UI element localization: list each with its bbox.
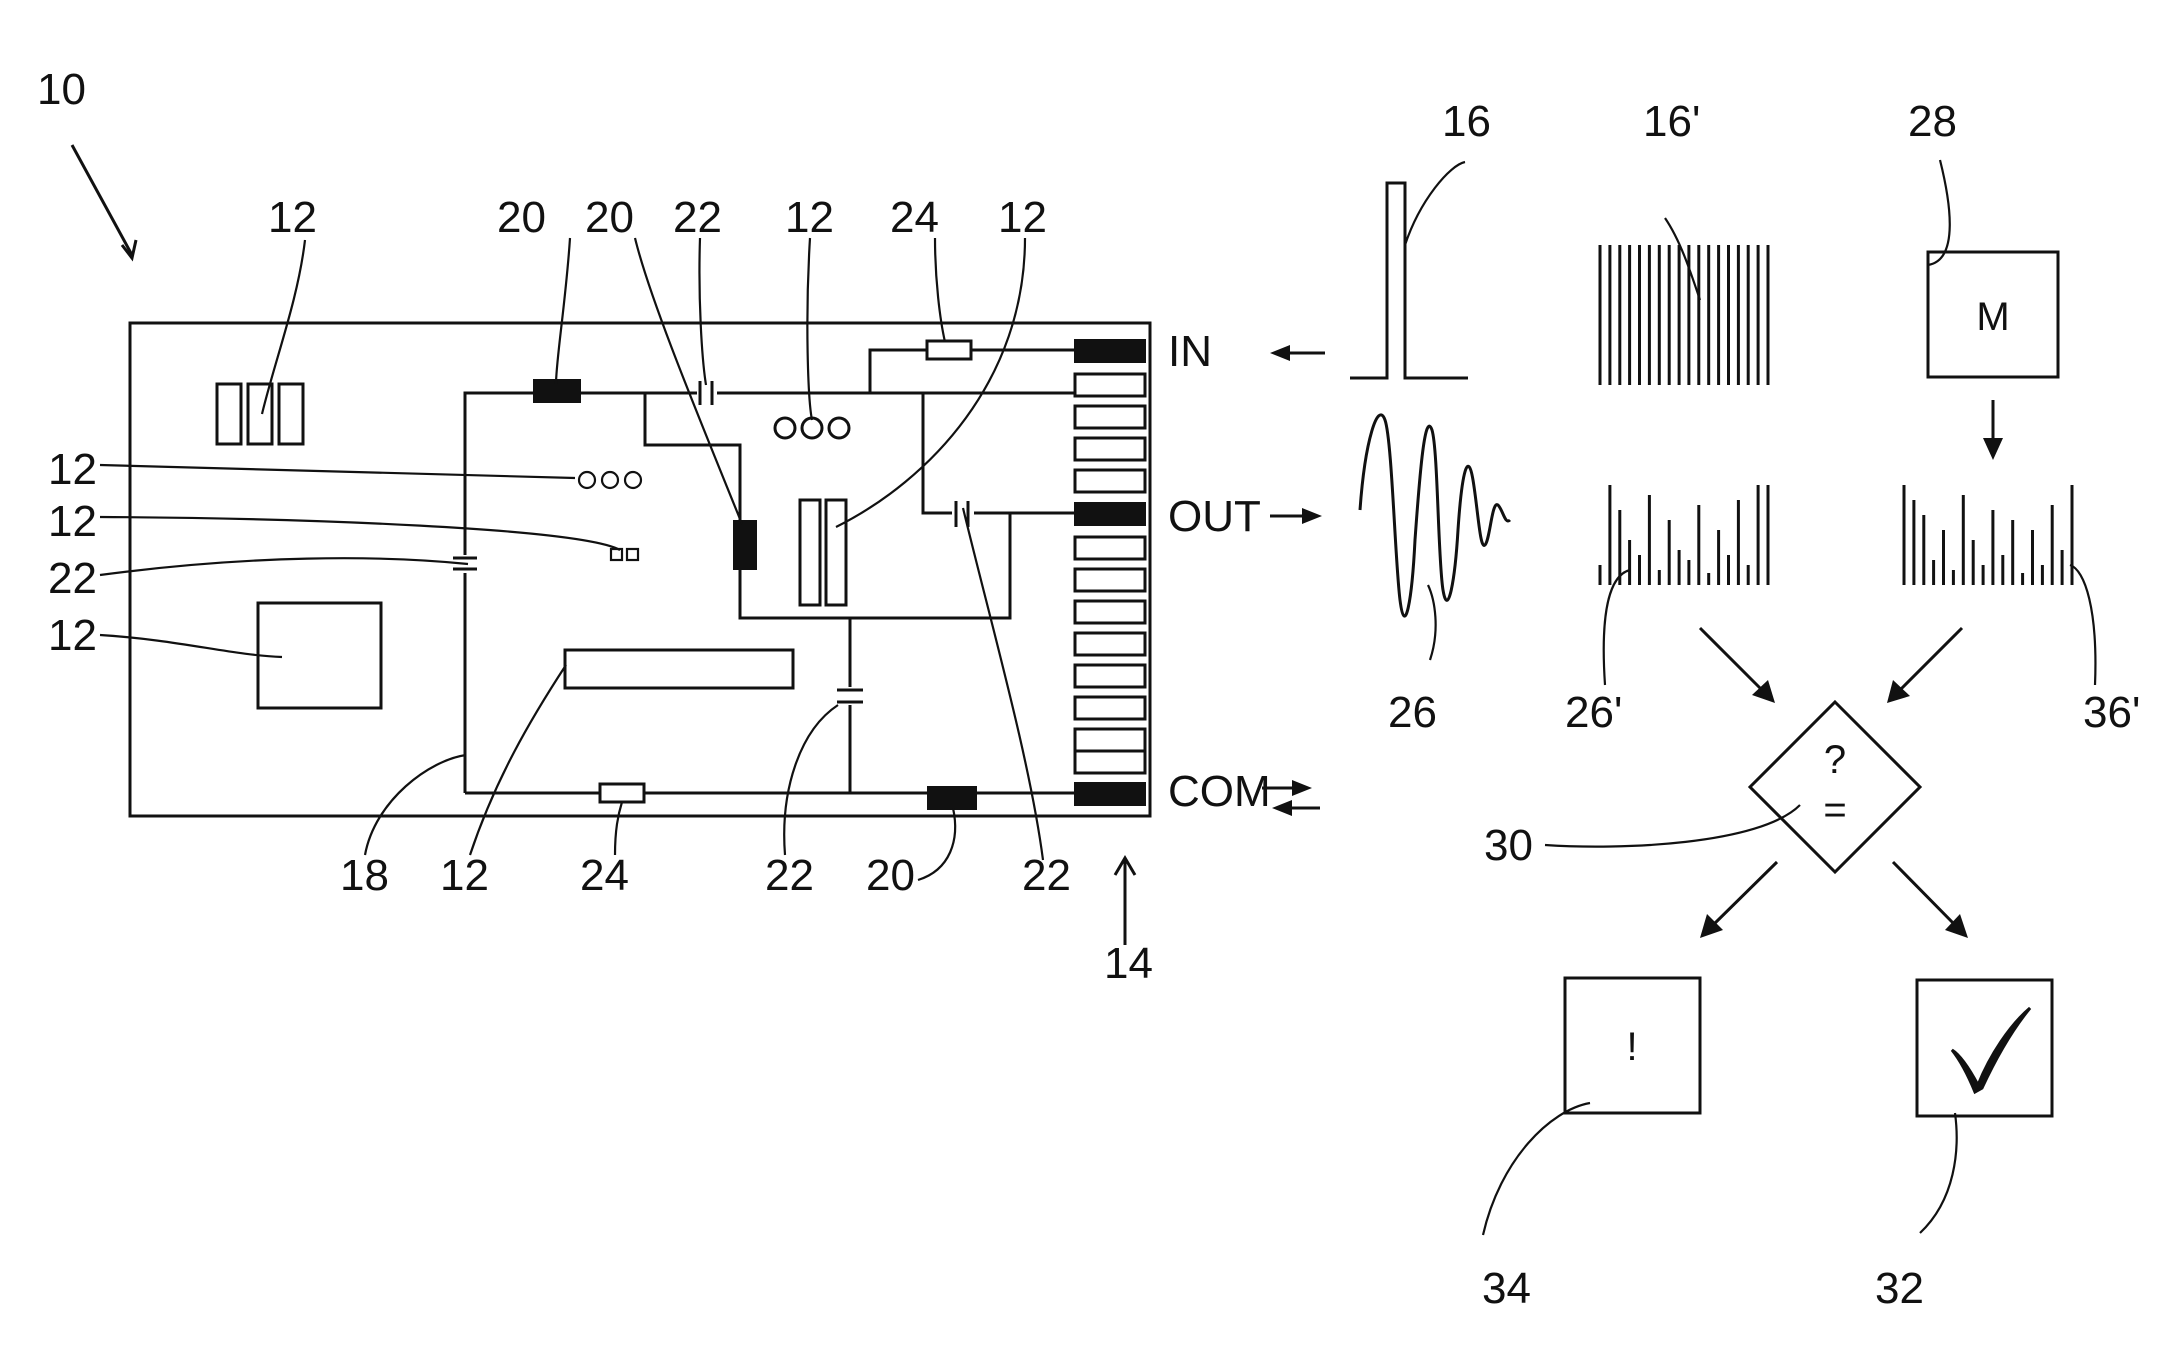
output-response-signal: 26: [1360, 415, 1510, 737]
pin-out: [1075, 503, 1145, 525]
label-20-c: 20: [866, 851, 915, 900]
ic-block-bottom: [928, 787, 976, 809]
comparison-diamond: ? = 30: [1484, 702, 1920, 872]
terminal-arrows: [1262, 345, 1325, 816]
ic-block-middle: [734, 521, 756, 569]
model-box: M 28: [1908, 97, 2058, 377]
input-spectrum: [1600, 245, 1768, 385]
label-18: 18: [340, 851, 389, 900]
label-22-a: 22: [48, 554, 97, 603]
label-12-c: 12: [48, 497, 97, 546]
label-12-b: 12: [48, 445, 97, 494]
label-24-a: 24: [890, 193, 939, 242]
pin-in: [1075, 340, 1145, 362]
model-down-arrow: [1983, 400, 2003, 460]
label-10: 10: [37, 65, 86, 114]
terminal-in-label: IN: [1168, 327, 1212, 376]
model-spectrum: [1904, 485, 2072, 585]
label-22-b: 22: [673, 193, 722, 242]
resistor-top: [927, 341, 971, 359]
label-34: 34: [1482, 1264, 1531, 1313]
label-12-d: 12: [48, 611, 97, 660]
label-12-e: 12: [785, 193, 834, 242]
label-14: 14: [1104, 939, 1153, 988]
label-26: 26: [1388, 688, 1437, 737]
edge-connector: [1075, 340, 1145, 805]
capacitor-top: [697, 380, 717, 406]
label-26-prime: 26': [1565, 688, 1622, 737]
circuit-board: 10 12 12 12 22 12 20 20 22 12 24 12 18 1…: [37, 65, 1325, 988]
label-20-b: 20: [585, 193, 634, 242]
label-30: 30: [1484, 821, 1533, 870]
compare-question: ?: [1824, 738, 1846, 782]
model-symbol: M: [1976, 295, 2009, 339]
label-16-prime: 16': [1643, 97, 1700, 146]
label-28: 28: [1908, 97, 1957, 146]
pin-com: [1075, 783, 1145, 805]
capacitor-bottom: [836, 687, 864, 705]
label-16: 16: [1442, 97, 1491, 146]
terminal-com-label: COM: [1168, 767, 1271, 816]
resistor-bottom: [600, 784, 644, 802]
compare-equals: =: [1823, 788, 1846, 832]
component-block-a: [217, 384, 303, 444]
capacitor-right: [952, 501, 974, 527]
label-12-g: 12: [440, 851, 489, 900]
fault-result: ! 34: [1482, 978, 1700, 1313]
component-chip-long: [565, 650, 793, 688]
component-chip-large: [258, 603, 381, 708]
fault-symbol: !: [1626, 1025, 1637, 1069]
output-spectrum: [1600, 485, 1768, 585]
label-22-d: 22: [1022, 851, 1071, 900]
label-22-c: 22: [765, 851, 814, 900]
label-12-a: 12: [268, 193, 317, 242]
ok-result: 32: [1875, 980, 2052, 1313]
label-12-f: 12: [998, 193, 1047, 242]
label-36-prime: 36': [2083, 688, 2140, 737]
terminal-out-label: OUT: [1168, 492, 1261, 541]
input-pulse-signal: 16: [1350, 97, 1491, 378]
terminal-labels: IN OUT COM: [1168, 327, 1271, 816]
label-24-b: 24: [580, 851, 629, 900]
label-32: 32: [1875, 1264, 1924, 1313]
label-20-a: 20: [497, 193, 546, 242]
